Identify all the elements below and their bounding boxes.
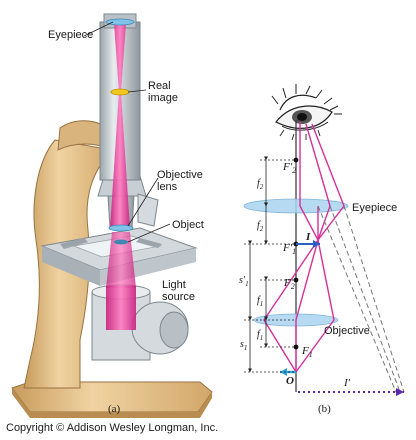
caption-a: (a) (108, 403, 121, 415)
light-rays (263, 122, 345, 373)
label-O: O (286, 375, 294, 387)
label-objective-b: Objective (324, 325, 370, 337)
object-specimen (114, 239, 128, 245)
label-s1-prime: s′1 (239, 275, 249, 288)
label-light-source-2: source (162, 291, 195, 303)
objective-lens (108, 224, 134, 232)
label-F1-prime: F′1 (282, 242, 296, 256)
label-I-prime: I′ (343, 377, 351, 389)
panel-a-microscope: Eyepiece Real image Objective lens Objec… (11, 13, 213, 418)
label-f1-bottom: f1 (257, 329, 263, 342)
dimension-lines (244, 156, 294, 373)
eyepiece-lens (105, 18, 135, 26)
light-beam (110, 24, 130, 228)
label-real-image-2: image (148, 92, 178, 104)
label-objective-lens-2: lens (157, 181, 178, 193)
label-s1: s1 (240, 339, 247, 352)
label-f2-bottom: f2 (257, 220, 264, 233)
panel-b-ray-diagram: F′2 F′1 F2 F1 I O I′ f2 f2 f1 f1 s′1 s1 … (239, 84, 405, 415)
label-eyepiece-a: Eyepiece (48, 29, 93, 41)
label-F2-prime: F′2 (282, 161, 296, 175)
label-light-source-1: Light (162, 279, 186, 291)
label-real-image-1: Real (148, 80, 171, 92)
label-object: Object (172, 219, 204, 231)
label-I: I (305, 231, 311, 243)
caption-b: (b) (318, 403, 331, 415)
eyepiece-lens-b (243, 198, 349, 214)
eye-icon (271, 84, 342, 141)
label-f1-top: f1 (257, 295, 263, 308)
label-F1: F1 (301, 345, 313, 359)
virtual-rays (317, 205, 405, 393)
label-f2-top: f2 (257, 178, 264, 191)
real-image-mark (110, 88, 130, 96)
label-objective-lens-1: Objective (157, 169, 203, 181)
label-F2: F2 (283, 277, 295, 291)
side-objective (137, 193, 159, 227)
copyright-notice: Copyright © Addison Wesley Longman, Inc. (6, 422, 219, 434)
label-eyepiece-b: Eyepiece (352, 202, 397, 214)
